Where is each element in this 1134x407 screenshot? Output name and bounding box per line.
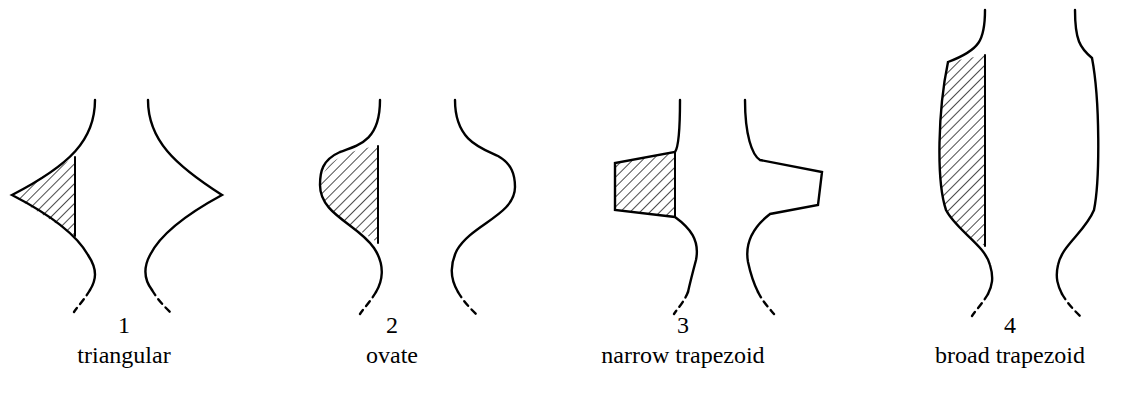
outline-left: [320, 100, 382, 292]
hatch-edge: [74, 157, 76, 236]
shape-name: narrow trapezoid: [563, 342, 803, 368]
outline-left-dashed: [972, 294, 988, 316]
outline-left: [939, 10, 992, 294]
figure-number: 4: [890, 312, 1130, 338]
outline-right-dashed: [1062, 294, 1080, 316]
shape-name: ovate: [272, 342, 512, 368]
outline-left-dashed: [74, 290, 90, 312]
hatched-area: [321, 146, 378, 243]
figure-number: 2: [272, 312, 512, 338]
hatch-edge: [674, 152, 676, 217]
shape-name: broad trapezoid: [890, 342, 1130, 368]
figure-number: 1: [4, 312, 244, 338]
outline-right: [745, 100, 822, 292]
outline-right-dashed: [152, 290, 170, 312]
hatch-edge: [377, 146, 379, 243]
hatch-edge: [984, 55, 986, 246]
outline-left: [12, 100, 95, 290]
outline-right: [452, 100, 515, 292]
shape-name: triangular: [4, 342, 244, 368]
outline-right-dashed: [758, 292, 774, 314]
outline-right-dashed: [458, 292, 476, 314]
hatched-area: [12, 157, 75, 236]
outline-left-dashed: [674, 292, 688, 314]
outline-left-dashed: [360, 292, 376, 314]
outline-left: [615, 100, 697, 292]
outline-right: [146, 100, 222, 290]
outline-right: [1057, 10, 1098, 294]
figure-number: 3: [563, 312, 803, 338]
hatched-area: [939, 55, 985, 246]
